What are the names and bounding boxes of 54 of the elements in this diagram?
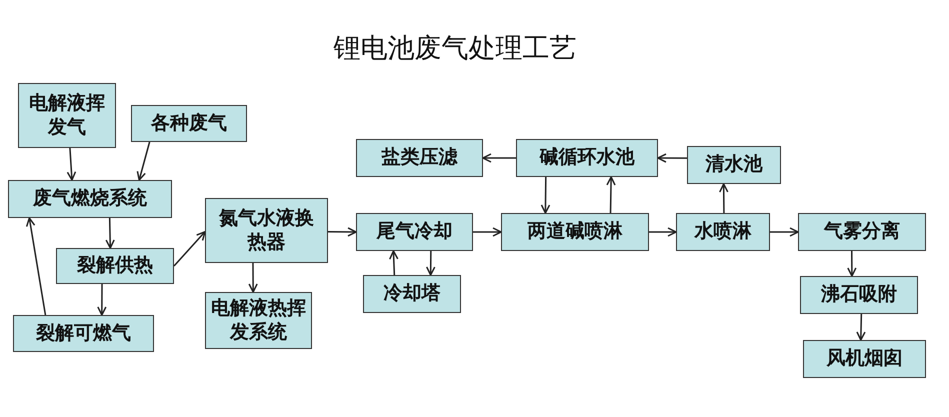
box-label: 氮气水液换热器 — [218, 206, 315, 254]
box-label: 电解液热挥发系统 — [210, 296, 307, 344]
process-box — [687, 146, 781, 184]
arrow — [97, 284, 107, 316]
arrow — [473, 227, 502, 237]
diagram-title: 锂电池废气处理工艺 — [332, 32, 578, 66]
box-label: 冷却塔 — [382, 282, 442, 306]
box-label: 两道碱喷淋 — [526, 220, 624, 244]
arrow — [105, 218, 115, 249]
process-box — [363, 275, 461, 313]
arrow — [847, 251, 857, 277]
arrow — [657, 153, 687, 163]
box-label: 水喷淋 — [693, 220, 752, 244]
arrow — [389, 250, 398, 276]
arrow — [649, 227, 677, 237]
arrow — [66, 148, 76, 181]
arrow — [540, 177, 550, 214]
arrow — [606, 176, 616, 214]
process-box — [676, 213, 770, 251]
box-label: 碱循环水池 — [538, 146, 636, 170]
process-box — [803, 340, 926, 378]
arrow — [173, 231, 206, 266]
arrow — [328, 227, 357, 237]
box-label: 各种废气 — [150, 112, 228, 136]
box-label: 气雾分离 — [822, 220, 901, 244]
process-box — [131, 105, 247, 142]
box-label: 裂解供热 — [76, 254, 154, 278]
arrow — [136, 142, 150, 181]
arrow — [482, 153, 516, 163]
box-label: 废气燃烧系统 — [32, 187, 148, 211]
process-box — [800, 276, 918, 314]
box-label: 裂解可燃气 — [35, 322, 132, 346]
process-box — [501, 213, 649, 251]
arrow — [26, 217, 46, 316]
arrow — [426, 251, 436, 276]
process-box — [356, 139, 483, 177]
arrow — [770, 227, 799, 237]
process-box — [56, 248, 174, 284]
box-label: 风机烟囱 — [825, 347, 904, 371]
process-box — [13, 315, 154, 352]
arrow — [856, 314, 866, 341]
process-box — [8, 180, 172, 218]
box-label: 电解液挥发气 — [28, 92, 106, 140]
box-label: 沸石吸附 — [820, 283, 898, 307]
process-box — [18, 83, 116, 148]
process-box — [356, 213, 473, 251]
box-label: 清水池 — [704, 153, 764, 177]
box-label: 盐类压滤 — [380, 146, 458, 170]
arrow — [248, 263, 258, 293]
process-box — [516, 139, 658, 177]
box-label: 尾气冷却 — [375, 220, 454, 244]
arrow — [718, 183, 728, 213]
process-box — [798, 213, 926, 251]
process-box — [205, 198, 328, 263]
